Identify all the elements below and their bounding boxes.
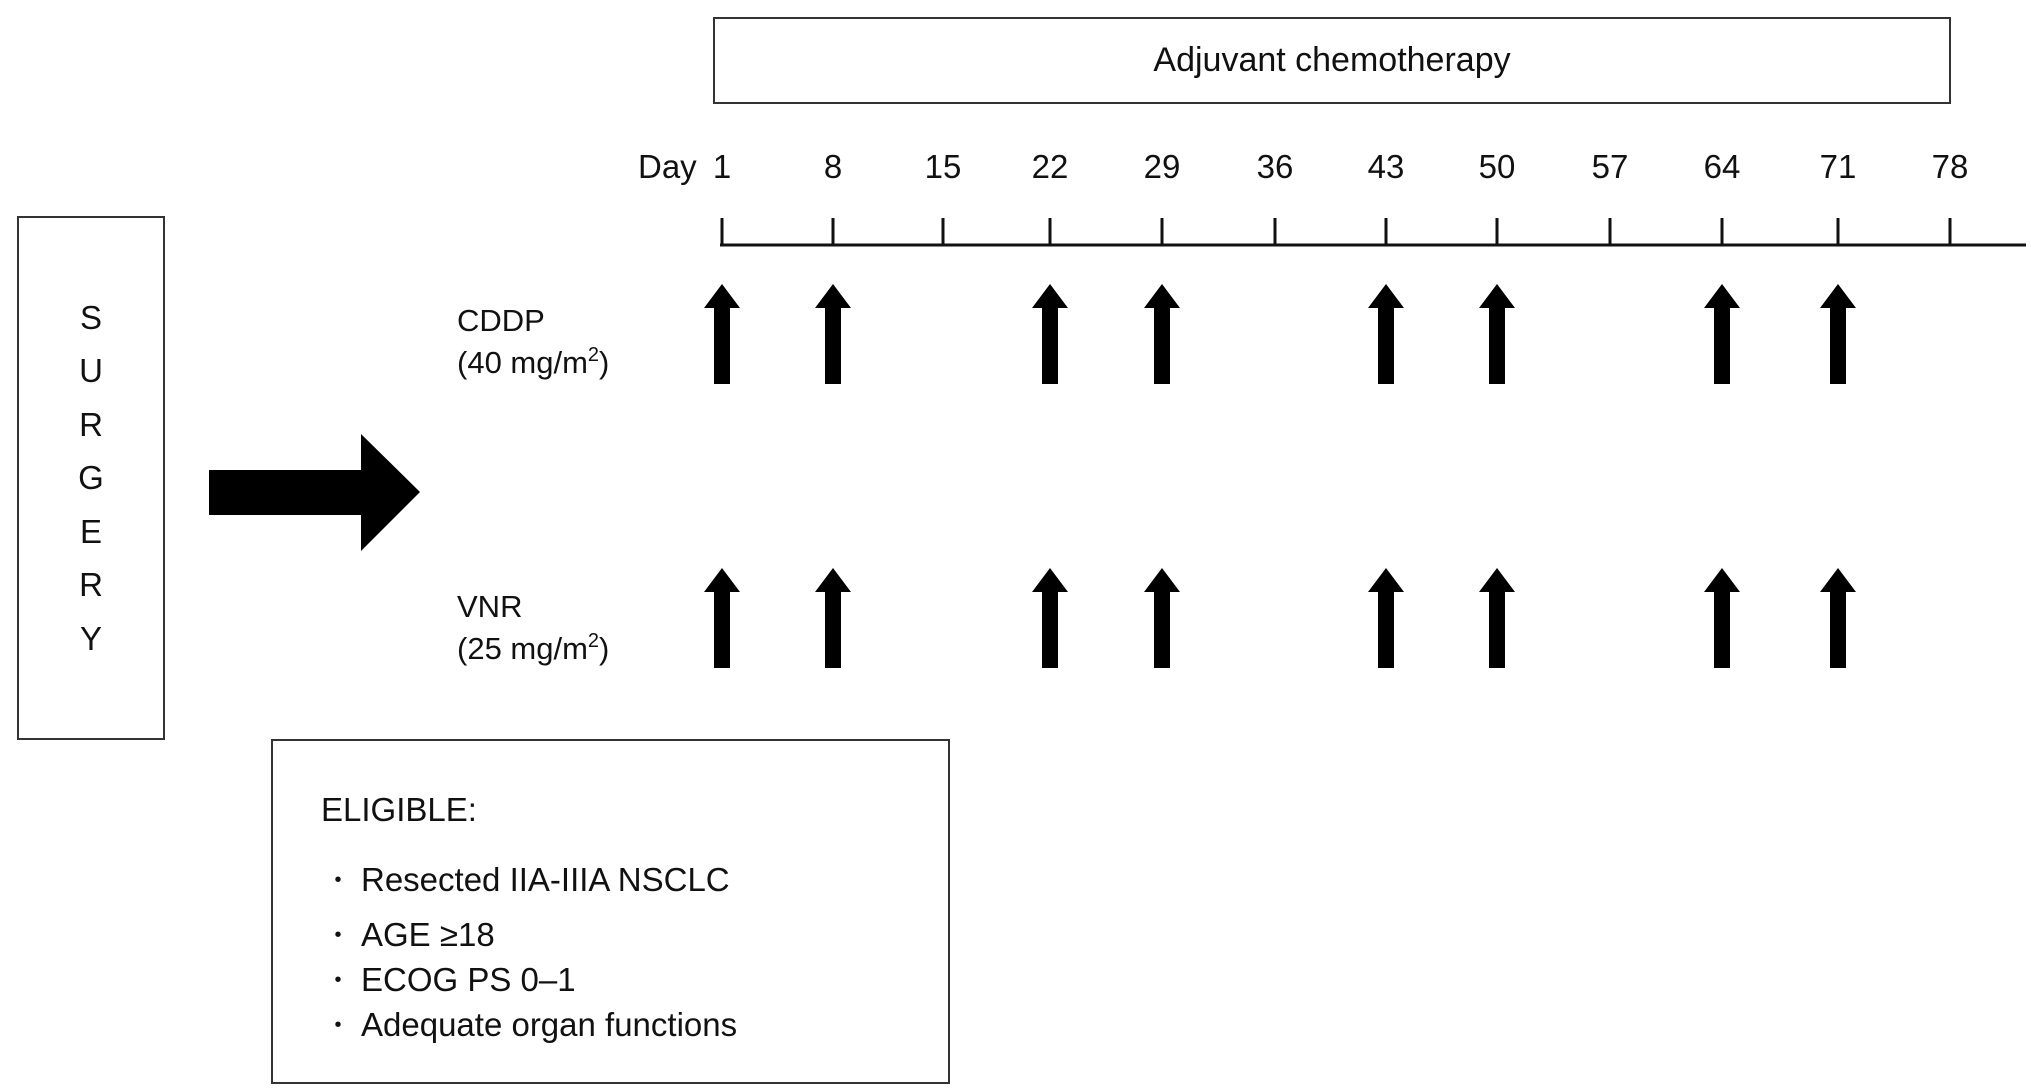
surgery-letter: R	[79, 566, 103, 604]
day-tick-label: 15	[925, 148, 962, 185]
bullet-icon: •	[334, 868, 342, 891]
criterion-text: ECOG PS 0–1	[361, 961, 576, 998]
cddp-arm-label: CDDP (40 mg/m2)	[457, 300, 609, 384]
cddp-dose-arrow	[815, 284, 851, 384]
adjuvant-chemotherapy-label: Adjuvant chemotherapy	[1153, 41, 1511, 79]
vnr-arm-label: VNR (25 mg/m2)	[457, 586, 609, 670]
cddp-dose: (40 mg/m2)	[457, 344, 610, 380]
day-tick-label: 57	[1592, 148, 1629, 185]
vnr-dose: (25 mg/m2)	[457, 630, 610, 666]
eligibility-box: ELIGIBLE: • Resected IIA-IIIA NSCLC • AG…	[271, 739, 950, 1084]
surgery-letter: U	[79, 352, 103, 390]
vnr-dose-arrow	[815, 568, 851, 668]
surgery-letter: G	[78, 459, 104, 497]
cddp-dose-arrow	[1704, 284, 1740, 384]
vnr-dose-arrow	[704, 568, 740, 668]
timeline-ticks	[720, 218, 1952, 245]
bullet-icon: •	[334, 923, 342, 946]
timeline-day-labels: 1 8 15 22 29 36 43 50 57 64 71 78	[713, 148, 1969, 185]
vnr-dose-arrow	[1820, 568, 1856, 668]
surgery-letter: E	[79, 512, 102, 550]
criterion-text: Resected IIA-IIIA NSCLC	[361, 861, 730, 898]
surgery-to-chemotherapy-arrow	[209, 434, 420, 551]
vnr-dose-arrow	[1144, 568, 1180, 668]
day-prefix-label: Day	[638, 148, 697, 185]
surgery-letter: R	[79, 405, 103, 443]
cddp-dose-arrow	[1479, 284, 1515, 384]
criterion-text: Adequate organ functions	[361, 1006, 738, 1043]
day-tick-label: 43	[1368, 148, 1405, 185]
cddp-dose-arrow	[1820, 284, 1856, 384]
day-tick-label: 64	[1704, 148, 1741, 185]
day-tick-label: 8	[824, 148, 842, 185]
cddp-dose-arrow	[1144, 284, 1180, 384]
cddp-dose-arrow	[1032, 284, 1068, 384]
cddp-dose-arrow	[1368, 284, 1404, 384]
day-tick-label: 29	[1144, 148, 1181, 185]
surgery-letter: Y	[79, 619, 102, 657]
bullet-icon: •	[334, 1013, 342, 1036]
day-tick-label: 22	[1032, 148, 1069, 185]
criterion-text: AGE ≥18	[361, 916, 495, 953]
cddp-dose-arrow	[704, 284, 740, 384]
eligibility-criterion: • ECOG PS 0–1	[333, 961, 576, 999]
eligibility-criterion: • AGE ≥18	[333, 916, 495, 954]
adjuvant-chemotherapy-box: Adjuvant chemotherapy	[713, 17, 1951, 104]
eligibility-title: ELIGIBLE:	[321, 791, 477, 828]
cddp-name: CDDP	[457, 303, 545, 338]
dose-arrows	[704, 284, 1856, 668]
day-tick-label: 36	[1257, 148, 1294, 185]
vnr-dose-arrow	[1704, 568, 1740, 668]
surgery-box: S U R G E R Y	[17, 216, 165, 740]
eligibility-criterion: • Adequate organ functions	[333, 1006, 737, 1044]
vnr-dose-arrow	[1032, 568, 1068, 668]
day-tick-label: 50	[1479, 148, 1516, 185]
day-tick-label: 1	[713, 148, 731, 185]
eligibility-criterion: • Resected IIA-IIIA NSCLC	[333, 861, 730, 899]
surgery-letter: S	[79, 298, 102, 336]
vnr-name: VNR	[457, 589, 523, 624]
vnr-dose-arrow	[1368, 568, 1404, 668]
day-tick-label: 71	[1820, 148, 1857, 185]
vnr-dose-arrow	[1479, 568, 1515, 668]
bullet-icon: •	[334, 968, 342, 991]
day-tick-label: 78	[1932, 148, 1969, 185]
